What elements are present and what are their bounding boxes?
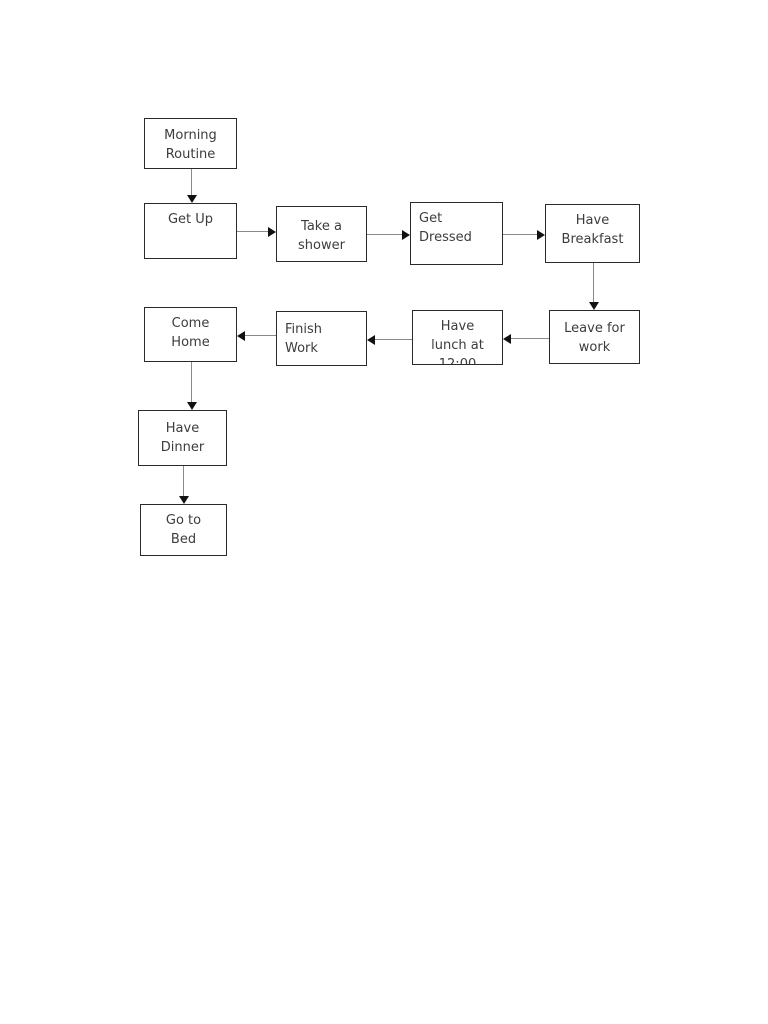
edge-have-dinner-to-go-to-bed-arrowhead — [178, 496, 189, 504]
edge-have-breakfast-to-leave-for-work-arrowhead — [588, 302, 599, 310]
node-come-home[interactable]: Come Home — [144, 307, 237, 362]
edge-get-dressed-to-have-breakfast-line — [503, 234, 538, 235]
edge-leave-for-work-to-have-lunch-arrowhead — [503, 333, 511, 344]
edge-morning-routine-to-get-up-arrowhead — [186, 195, 197, 203]
edge-have-dinner-to-go-to-bed-line — [183, 466, 184, 497]
edge-have-lunch-to-finish-work-line — [374, 339, 412, 340]
node-have-breakfast[interactable]: Have Breakfast — [545, 204, 640, 263]
node-label-finish-work: Finish Work — [285, 322, 323, 356]
node-label-leave-for-work: Leave for work — [564, 321, 625, 355]
node-finish-work[interactable]: Finish Work — [276, 311, 367, 366]
node-get-dressed[interactable]: Get Dressed — [410, 202, 503, 265]
node-get-up[interactable]: Get Up — [144, 203, 237, 259]
edge-finish-work-to-come-home-line — [244, 335, 276, 336]
node-leave-for-work[interactable]: Leave for work — [549, 310, 640, 364]
edge-get-dressed-to-have-breakfast-arrowhead — [537, 229, 545, 240]
node-label-come-home: Come Home — [171, 316, 210, 350]
edge-come-home-to-have-dinner-arrowhead — [186, 402, 197, 410]
edge-get-up-to-take-a-shower-arrowhead — [268, 226, 276, 237]
node-label-get-up: Get Up — [167, 212, 214, 227]
edge-have-lunch-to-finish-work-arrowhead — [367, 334, 375, 345]
node-label-take-a-shower: Take a shower — [298, 219, 345, 253]
edge-take-a-shower-to-get-dressed-arrowhead — [402, 229, 410, 240]
node-go-to-bed[interactable]: Go to Bed — [140, 504, 227, 556]
edge-have-breakfast-to-leave-for-work-line — [593, 263, 594, 303]
node-have-lunch[interactable]: Have lunch at 12:00 — [412, 310, 503, 365]
edge-morning-routine-to-get-up-line — [191, 169, 192, 196]
edge-finish-work-to-come-home-arrowhead — [237, 330, 245, 341]
node-label-get-dressed: Get Dressed — [419, 211, 472, 245]
node-label-morning-routine: Morning Routine — [164, 128, 217, 162]
node-label-have-dinner: Have Dinner — [160, 421, 205, 455]
node-label-have-breakfast: Have Breakfast — [561, 213, 624, 247]
edge-come-home-to-have-dinner-line — [191, 362, 192, 403]
node-label-have-lunch: Have lunch at 12:00 — [431, 319, 484, 365]
node-have-dinner[interactable]: Have Dinner — [138, 410, 227, 466]
edge-leave-for-work-to-have-lunch-line — [510, 338, 549, 339]
node-morning-routine[interactable]: Morning Routine — [144, 118, 237, 169]
node-label-go-to-bed: Go to Bed — [165, 513, 202, 547]
edge-get-up-to-take-a-shower-line — [237, 231, 269, 232]
node-take-a-shower[interactable]: Take a shower — [276, 206, 367, 262]
edge-take-a-shower-to-get-dressed-line — [367, 234, 403, 235]
